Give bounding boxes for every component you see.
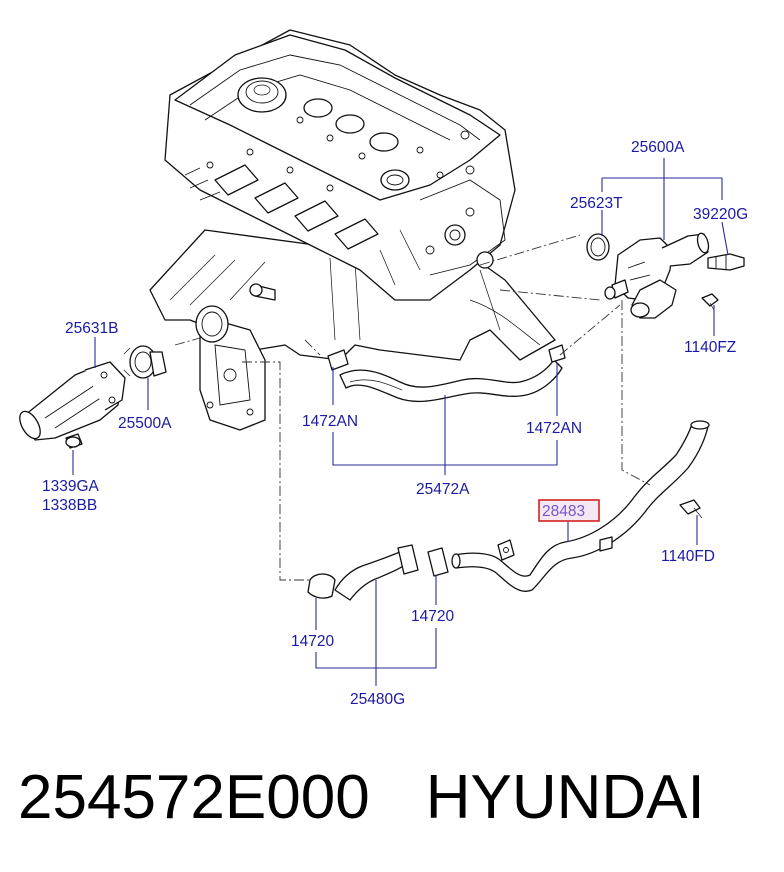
pipe-28483-drawing bbox=[451, 420, 710, 592]
label-25623t[interactable]: 25623T bbox=[570, 195, 623, 212]
label-14720-right[interactable]: 14720 bbox=[411, 608, 454, 625]
label-1339ga[interactable]: 1339GA bbox=[42, 478, 100, 495]
engine-block-drawing bbox=[149, 29, 556, 431]
label-25600a[interactable]: 25600A bbox=[631, 139, 685, 156]
label-1472an-left[interactable]: 1472AN bbox=[302, 413, 358, 430]
label-1338bb[interactable]: 1338BB bbox=[42, 497, 97, 514]
label-25631b[interactable]: 25631B bbox=[65, 320, 118, 337]
label-1140fd[interactable]: 1140FD bbox=[661, 548, 715, 565]
label-25472a[interactable]: 25472A bbox=[416, 481, 470, 498]
label-1472an-right[interactable]: 1472AN bbox=[526, 420, 582, 437]
label-1140fz[interactable]: 1140FZ bbox=[684, 339, 736, 356]
label-25480g[interactable]: 25480G bbox=[350, 691, 405, 708]
hose-25480g-drawing bbox=[307, 544, 449, 601]
label-28483[interactable]: 28483 bbox=[542, 503, 585, 520]
leader-lines bbox=[72, 158, 729, 686]
parts-diagram: 25600A 25623T 39220G 1140FZ 25631B 25500… bbox=[19, 29, 748, 708]
label-14720-left[interactable]: 14720 bbox=[291, 633, 334, 650]
label-39220g[interactable]: 39220G bbox=[693, 206, 748, 223]
label-25500a[interactable]: 25500A bbox=[118, 415, 172, 432]
phantom-lines bbox=[174, 234, 651, 581]
part-number: 254572E000 bbox=[18, 763, 370, 832]
water-outlet-drawing bbox=[586, 232, 745, 319]
gasket-ring-drawing bbox=[195, 305, 229, 343]
part-caption: 254572E000 HYUNDAI bbox=[18, 762, 778, 842]
highlight-box bbox=[538, 499, 600, 522]
thermostat-housing-drawing bbox=[19, 345, 167, 449]
brand-name: HYUNDAI bbox=[425, 763, 705, 832]
hose-25472a-drawing bbox=[327, 344, 566, 403]
